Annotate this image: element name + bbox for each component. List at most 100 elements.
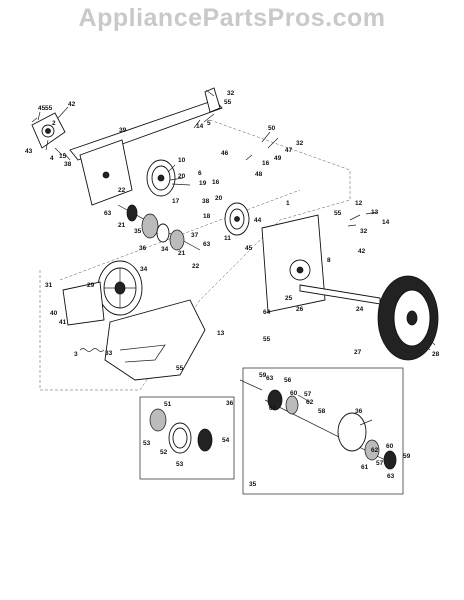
callout-24: 24 [356,306,364,313]
callout-45: 45 [38,105,46,112]
callout-61: 61 [361,464,369,471]
callout-27: 27 [354,349,362,356]
callout-12: 12 [355,200,363,207]
callout-61: 61 [269,405,277,412]
callout-52: 52 [160,449,168,456]
assembly-outline [39,119,351,391]
callout-55: 55 [224,99,232,106]
callout-35: 35 [134,228,142,235]
callout-14: 14 [382,219,390,226]
callout-20: 20 [215,195,223,202]
inset-box-36 [139,396,235,480]
callout-32: 32 [227,90,235,97]
drive-pulley[interactable] [97,260,143,316]
callout-59: 59 [403,453,411,460]
gear-shaft-assembly[interactable] [117,204,201,251]
callout-40: 40 [50,310,58,317]
callout-63: 63 [266,375,274,382]
callout-58: 58 [318,408,326,415]
inset-box-35 [242,367,404,495]
callout-5: 5 [207,120,211,127]
gearbox-frame-plate[interactable] [79,139,133,206]
leader-lines [31,89,436,426]
callout-41: 41 [59,319,67,326]
callout-31: 31 [45,282,53,289]
callout-labels: 1 2 3 4 5 6 8 10 11 12 13 13 14 14 15 16… [25,90,440,488]
callout-57: 57 [376,460,384,467]
callout-49: 49 [274,155,282,162]
callout-36: 36 [226,400,234,407]
callout-57: 57 [304,391,312,398]
callout-29: 29 [87,282,95,289]
callout-11: 11 [224,235,231,242]
callout-3: 3 [74,351,78,358]
callout-55: 55 [263,336,271,343]
callout-21: 21 [118,222,126,229]
pulley-support-bracket[interactable] [62,281,105,326]
callout-53: 53 [176,461,184,468]
callout-21: 21 [178,250,186,257]
callout-10: 10 [178,157,186,164]
inset-36-gear-parts[interactable] [149,408,213,454]
callout-16: 16 [212,179,220,186]
callout-60: 60 [290,390,298,397]
callout-17: 17 [172,198,180,205]
callout-15: 15 [59,153,67,160]
callout-13: 13 [217,330,225,337]
callout-36: 36 [139,245,147,252]
callout-13: 13 [371,209,379,216]
callout-44: 44 [254,217,262,224]
callout-34: 34 [140,266,148,273]
callout-37: 37 [191,232,199,239]
callout-48: 48 [255,171,263,178]
tension-spring[interactable] [79,348,105,352]
callout-38: 38 [64,161,72,168]
callout-59: 59 [259,372,267,379]
callout-38: 38 [202,198,210,205]
callout-47: 47 [285,147,293,154]
callout-62: 62 [371,447,379,454]
callout-1: 1 [286,200,290,207]
callout-46: 46 [221,150,229,157]
callout-25: 25 [285,295,293,302]
left-bearing-bracket[interactable] [31,112,66,149]
callout-6: 6 [198,170,202,177]
callout-55: 55 [45,105,53,112]
callout-18: 18 [203,213,211,220]
snow-tire[interactable] [377,275,439,361]
callout-39: 39 [119,127,127,134]
callout-22: 22 [192,263,200,270]
callout-16: 16 [262,160,270,167]
assembly-outline [59,189,301,281]
callout-28: 28 [432,351,440,358]
callout-34: 34 [161,246,169,253]
callout-53: 53 [143,440,151,447]
callout-55: 55 [176,365,184,372]
watermark: AppliancePartsPros.com [78,4,386,32]
callout-20: 20 [178,173,186,180]
inset-35-gear-shaft[interactable] [264,389,397,470]
callout-60: 60 [386,443,394,450]
callout-8: 8 [327,257,331,264]
callout-42: 42 [358,248,366,255]
callout-54: 54 [222,437,230,444]
callout-64: 64 [263,309,271,316]
callout-32: 32 [296,140,304,147]
drive-disc[interactable] [224,202,250,236]
callout-55: 55 [334,210,342,217]
callout-45: 45 [245,245,253,252]
callout-63: 63 [387,473,395,480]
right-frame-plate[interactable] [261,214,326,313]
callout-2: 2 [52,120,56,127]
callout-22: 22 [118,187,126,194]
bottom-pan-cover[interactable] [104,299,206,381]
callout-62: 62 [306,399,314,406]
callout-51: 51 [164,401,172,408]
callout-14: 14 [196,123,204,130]
callout-42: 42 [68,101,76,108]
callout-33: 33 [105,350,113,357]
callout-56: 56 [284,377,292,384]
callout-63: 63 [104,210,112,217]
friction-wheel[interactable] [146,159,176,197]
callout-32: 32 [360,228,368,235]
